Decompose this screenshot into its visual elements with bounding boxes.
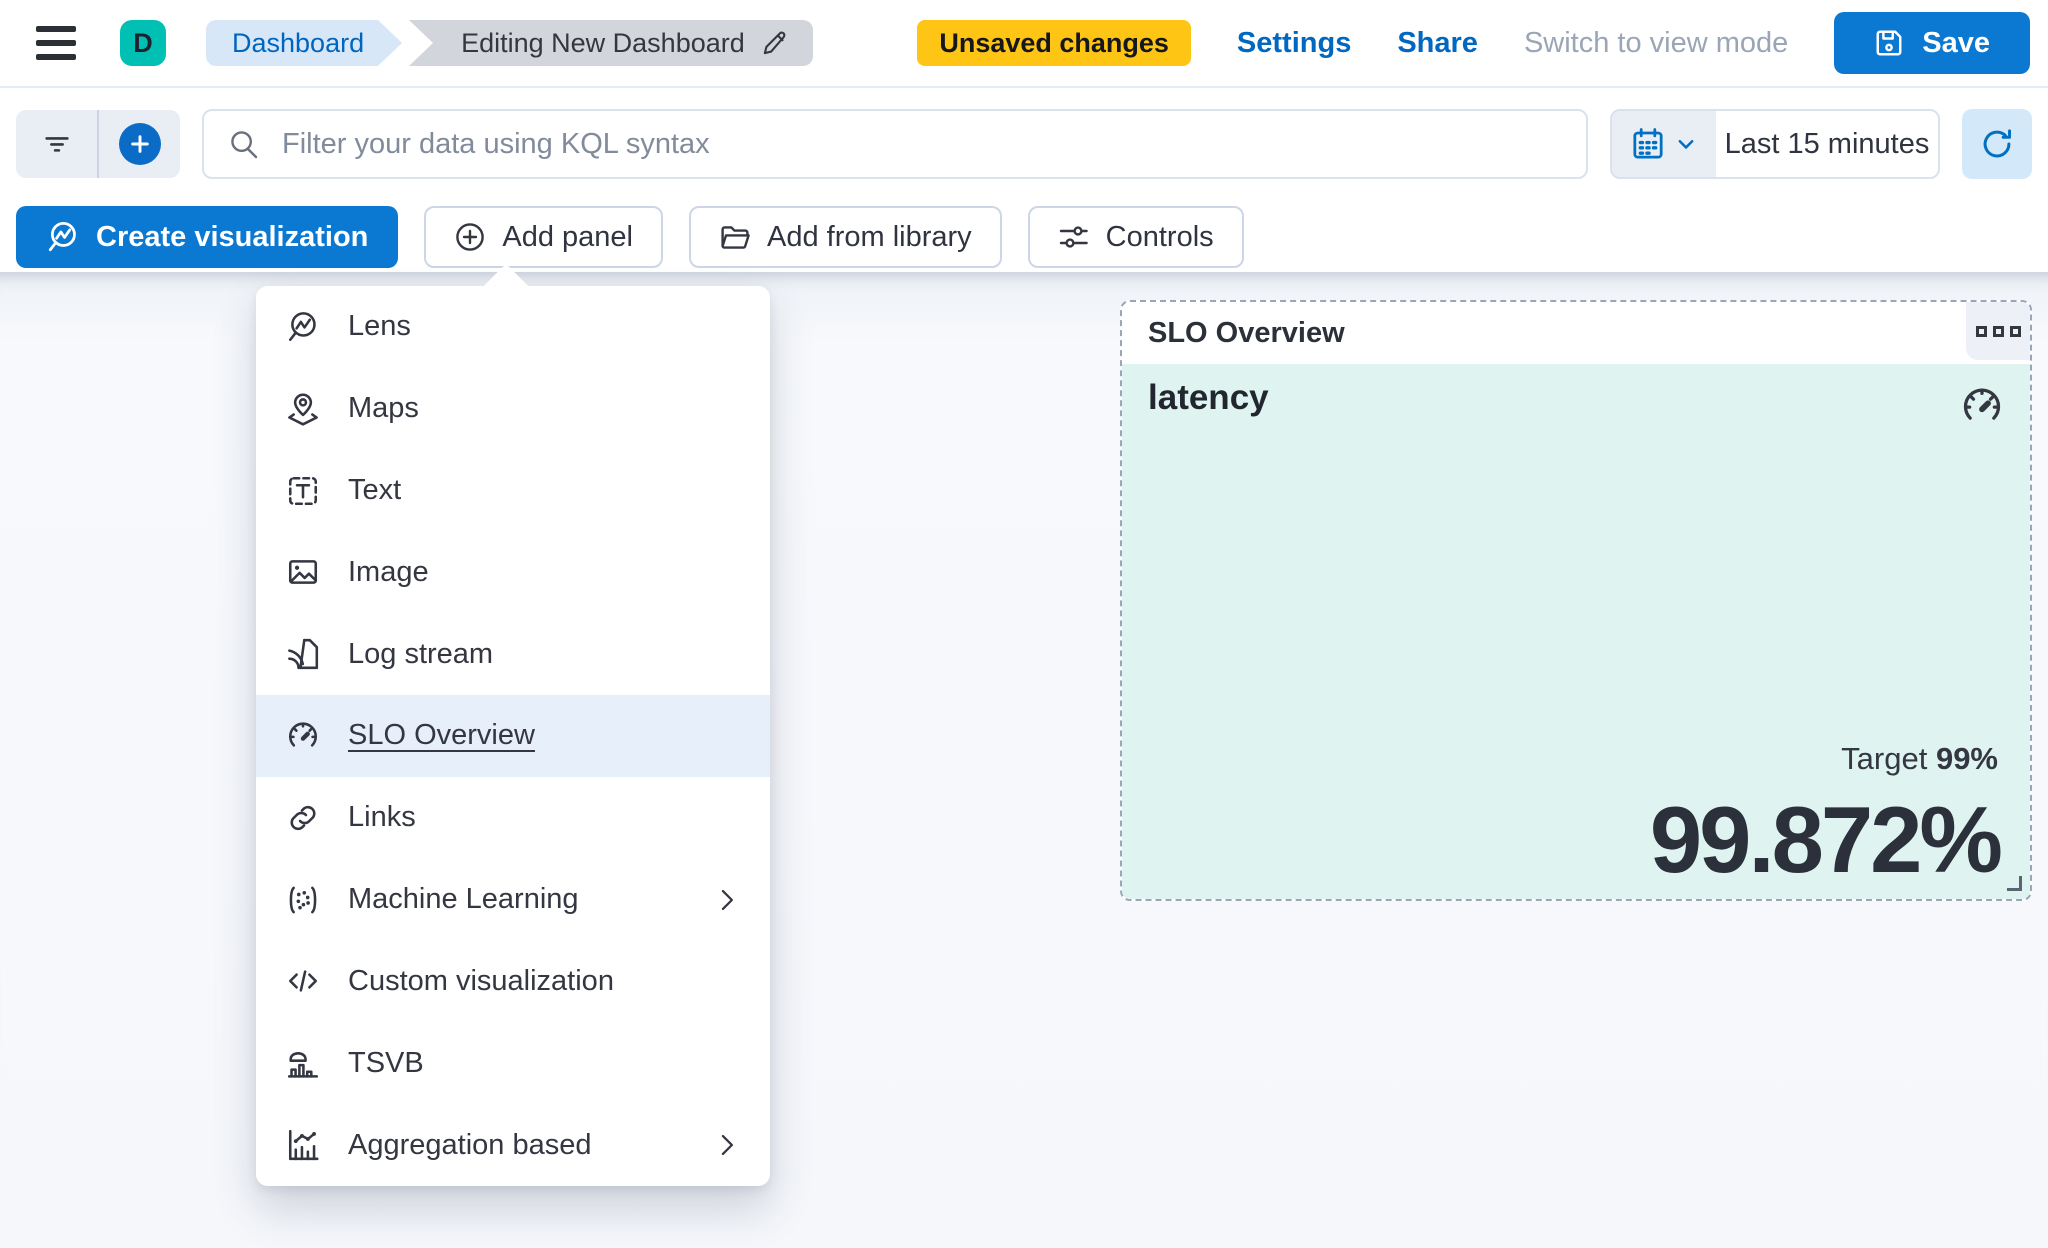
folder-icon	[719, 221, 751, 253]
menu-item-label: Custom visualization	[348, 964, 614, 997]
code-icon	[286, 964, 320, 998]
menu-item-machine-learning[interactable]: Machine Learning	[256, 858, 770, 941]
menu-item-text[interactable]: Text	[256, 449, 770, 532]
pencil-icon	[761, 29, 789, 57]
menu-item-label: Image	[348, 555, 429, 588]
save-button[interactable]: Save	[1834, 12, 2030, 74]
menu-item-label: Log stream	[348, 637, 494, 670]
refresh-icon	[1980, 127, 2014, 161]
map-pin-icon	[286, 392, 320, 426]
top-navigation-bar: D Dashboard Editing New Dashboard Unsave…	[0, 0, 2048, 88]
add-from-library-label: Add from library	[767, 220, 972, 253]
menu-icon[interactable]	[36, 19, 92, 67]
kql-search-input[interactable]	[280, 126, 1562, 162]
menu-item-image[interactable]: Image	[256, 531, 770, 614]
menu-item-aggregation-based[interactable]: Aggregation based	[256, 1104, 770, 1186]
refresh-button[interactable]	[1962, 109, 2032, 179]
image-icon	[286, 555, 320, 589]
save-button-label: Save	[1922, 26, 1990, 59]
plus-circle-icon	[118, 123, 161, 165]
slo-target: Target 99%	[1841, 741, 1998, 776]
panel-resize-handle[interactable]	[2007, 876, 2022, 891]
dashboard-canvas: Lens Maps	[0, 272, 2048, 1248]
add-filter-button[interactable]	[99, 110, 180, 178]
panel-title: SLO Overview	[1148, 316, 1345, 349]
lens-app-icon	[46, 220, 80, 254]
add-panel-button[interactable]: Add panel	[424, 206, 663, 268]
menu-item-label: Lens	[348, 310, 411, 343]
slo-overview-panel: SLO Overview latency Target 99% 99.872%	[1120, 300, 2032, 901]
chevron-right-icon	[714, 1132, 740, 1158]
menu-item-maps[interactable]: Maps	[256, 367, 770, 450]
menu-item-slo-overview[interactable]: SLO Overview	[256, 695, 770, 777]
sliders-icon	[1058, 221, 1090, 253]
divider	[97, 110, 99, 178]
create-visualization-button[interactable]: Create visualization	[16, 206, 399, 268]
aggregation-chart-icon	[286, 1128, 320, 1162]
plus-in-circle-icon	[454, 221, 486, 253]
topbar-actions: Unsaved changes Settings Share Switch to…	[917, 12, 2048, 74]
slo-name-link[interactable]: latency	[1148, 378, 1269, 417]
panel-body: latency Target 99% 99.872%	[1122, 364, 2030, 899]
add-from-library-button[interactable]: Add from library	[689, 206, 1002, 268]
gauge-icon	[1960, 384, 2004, 428]
breadcrumb: Dashboard Editing New Dashboard	[206, 20, 813, 66]
menu-item-label: Text	[348, 474, 402, 507]
panel-options-button[interactable]	[1966, 302, 2030, 360]
breadcrumb-current-label: Editing New Dashboard	[461, 27, 745, 58]
breadcrumb-dashboard[interactable]: Dashboard	[206, 20, 403, 66]
switch-to-view-mode-link[interactable]: Switch to view mode	[1523, 26, 1789, 59]
menu-item-label: SLO Overview	[348, 719, 535, 752]
chevron-down-icon	[1675, 133, 1697, 155]
lens-icon	[286, 310, 320, 344]
breadcrumb-current[interactable]: Editing New Dashboard	[409, 20, 813, 66]
chevron-right-icon	[714, 887, 740, 913]
tsvb-icon	[286, 1046, 320, 1080]
add-panel-label: Add panel	[502, 220, 633, 253]
controls-label: Controls	[1105, 220, 1214, 253]
menu-item-log-stream[interactable]: Log stream	[256, 613, 770, 696]
gauge-icon	[286, 719, 320, 753]
avatar[interactable]: D	[120, 20, 166, 66]
calendar-icon	[1631, 127, 1665, 161]
create-visualization-label: Create visualization	[96, 220, 369, 253]
settings-link[interactable]: Settings	[1236, 26, 1352, 59]
slo-value: 99.872%	[1649, 786, 2003, 892]
unsaved-changes-badge: Unsaved changes	[917, 20, 1191, 66]
search-icon	[228, 128, 260, 160]
dashboard-action-bar: Create visualization Add panel Add from …	[0, 206, 1260, 268]
menu-item-label: Machine Learning	[348, 883, 579, 916]
menu-item-custom-visualization[interactable]: Custom visualization	[256, 940, 770, 1023]
save-icon	[1874, 28, 1904, 58]
menu-item-label: Links	[348, 801, 416, 834]
date-picker-button[interactable]	[1612, 111, 1716, 177]
filter-icon	[42, 129, 72, 159]
menu-item-links[interactable]: Links	[256, 776, 770, 859]
filter-icon-button[interactable]	[16, 110, 97, 178]
kql-search-box	[202, 109, 1588, 179]
time-picker: Last 15 minutes	[1610, 109, 1940, 179]
link-icon	[286, 801, 320, 835]
menu-item-label: Aggregation based	[348, 1128, 592, 1161]
share-link[interactable]: Share	[1397, 26, 1478, 59]
time-range-display[interactable]: Last 15 minutes	[1724, 127, 1930, 160]
text-icon	[286, 474, 320, 508]
machine-learning-icon	[286, 883, 320, 917]
menu-item-label: TSVB	[348, 1046, 424, 1079]
controls-button[interactable]: Controls	[1027, 206, 1244, 268]
menu-item-tsvb[interactable]: TSVB	[256, 1022, 770, 1105]
add-panel-menu: Lens Maps	[256, 286, 770, 1186]
menu-item-label: Maps	[348, 392, 419, 425]
panel-header: SLO Overview	[1122, 302, 2030, 364]
log-stream-icon	[286, 637, 320, 671]
menu-item-lens[interactable]: Lens	[256, 286, 770, 368]
query-bar: Last 15 minutes	[0, 90, 2048, 198]
filter-controls-group	[16, 110, 180, 178]
